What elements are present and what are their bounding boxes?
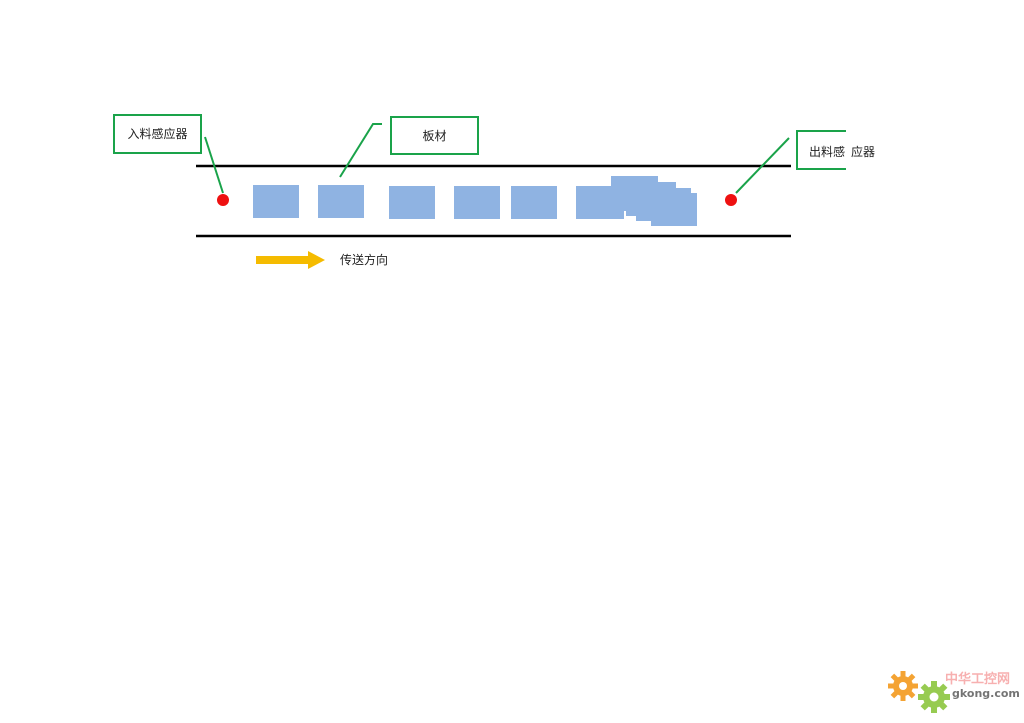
board-1 [253, 185, 299, 218]
outlet-sensor-callout: 出料感 应器 [735, 130, 875, 194]
outlet-sensor-label-part1: 出料感 [809, 144, 845, 159]
board-label: 板材 [422, 129, 446, 143]
orange-gear-icon [888, 671, 918, 701]
direction-arrow-icon [256, 251, 325, 269]
board-callout: 板材 [339, 116, 479, 178]
inlet-sensor-callout: 入料感应器 [113, 114, 224, 194]
board-5 [511, 186, 557, 219]
stacked-boards [576, 176, 697, 226]
watermark-site-text: gkong.com [952, 687, 1020, 700]
direction-label: 传送方向 [340, 252, 388, 267]
inlet-sensor-dot [217, 194, 229, 206]
outlet-sensor-label-part2: 应器 [851, 144, 875, 159]
outlet-sensor-dot [725, 194, 737, 206]
watermark-logo-text: 中华工控网 [945, 671, 1010, 687]
watermark-logo: 中华工控网 gkong.com [888, 671, 1020, 713]
board-4 [454, 186, 500, 219]
board-2 [318, 185, 364, 218]
inlet-sensor-label: 入料感应器 [127, 126, 187, 141]
board-3 [389, 186, 435, 219]
